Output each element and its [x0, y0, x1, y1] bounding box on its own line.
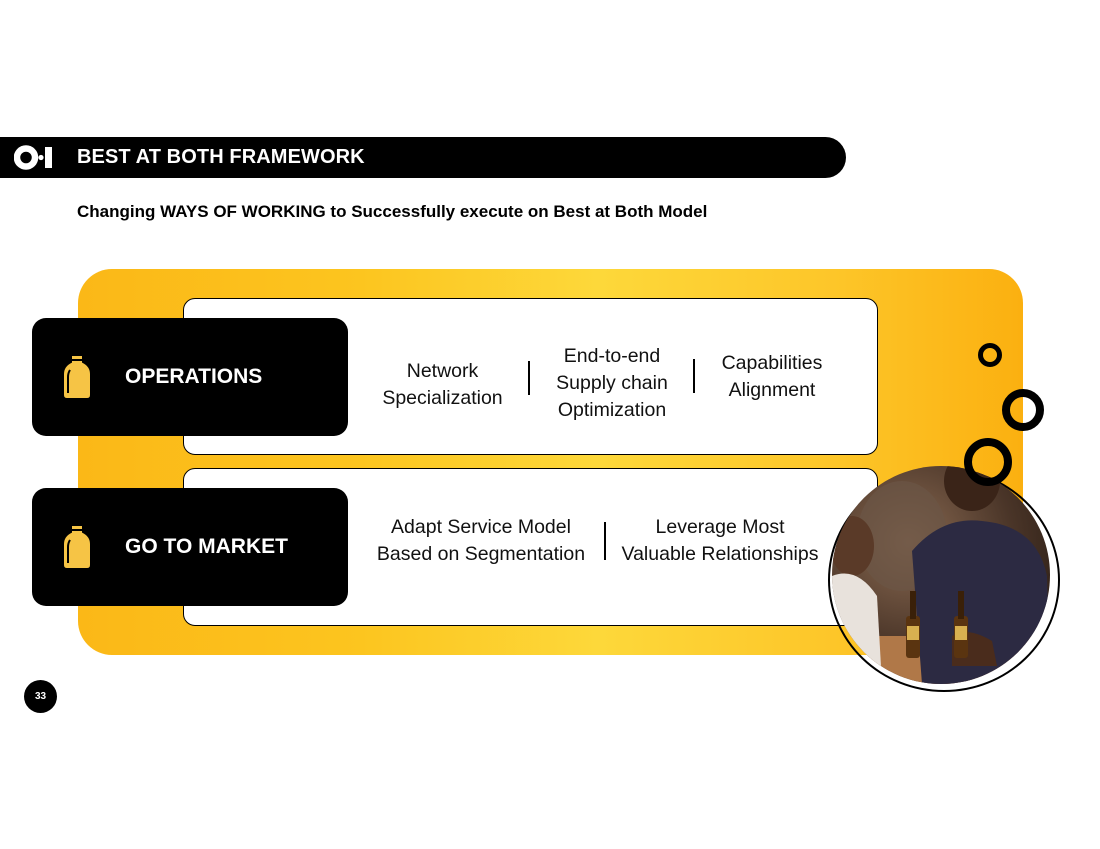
- item-line: Specialization: [382, 387, 503, 409]
- item-capabilities-alignment: Capabilities Alignment: [708, 350, 836, 404]
- separator: [693, 359, 695, 393]
- subtitle: Changing WAYS OF WORKING to Successfully…: [77, 202, 708, 221]
- decorative-ring: [978, 343, 1002, 367]
- item-line: Capabilities: [721, 352, 823, 374]
- people-with-beer-photo: [832, 466, 1050, 684]
- decorative-ring: [1002, 389, 1044, 431]
- operations-label-box: OPERATIONS: [32, 318, 348, 436]
- decorative-ring: [964, 438, 1012, 486]
- item-adapt-service-model: Adapt Service Model Based on Segmentatio…: [366, 514, 596, 568]
- item-line: Valuable Relationships: [621, 543, 819, 565]
- item-line: Leverage Most: [655, 516, 785, 538]
- bottle-icon: [62, 524, 92, 570]
- separator: [604, 522, 606, 560]
- operations-label: OPERATIONS: [125, 365, 263, 388]
- item-network-specialization: Network Specialization: [375, 358, 510, 412]
- item-supply-chain-optimization: End-to-end Supply chain Optimization: [546, 343, 678, 424]
- item-line: Optimization: [557, 399, 667, 421]
- go-to-market-label-box: GO TO MARKET: [32, 488, 348, 606]
- item-line: Alignment: [728, 379, 816, 401]
- separator: [528, 361, 530, 395]
- item-line: Based on Segmentation: [376, 543, 586, 565]
- bottle-icon: [62, 354, 92, 400]
- title-bar: BEST AT BOTH FRAMEWORK: [0, 137, 846, 178]
- go-to-market-label: GO TO MARKET: [125, 535, 288, 558]
- item-line: Supply chain: [556, 372, 668, 394]
- oi-logo-icon: [14, 145, 52, 170]
- page-number: 33: [24, 680, 57, 713]
- item-line: Adapt Service Model: [391, 516, 571, 538]
- item-leverage-relationships: Leverage Most Valuable Relationships: [614, 514, 826, 568]
- photo-illustration: [832, 466, 1050, 684]
- item-line: End-to-end: [563, 345, 661, 367]
- item-line: Network: [406, 360, 479, 382]
- page-title: BEST AT BOTH FRAMEWORK: [77, 146, 365, 168]
